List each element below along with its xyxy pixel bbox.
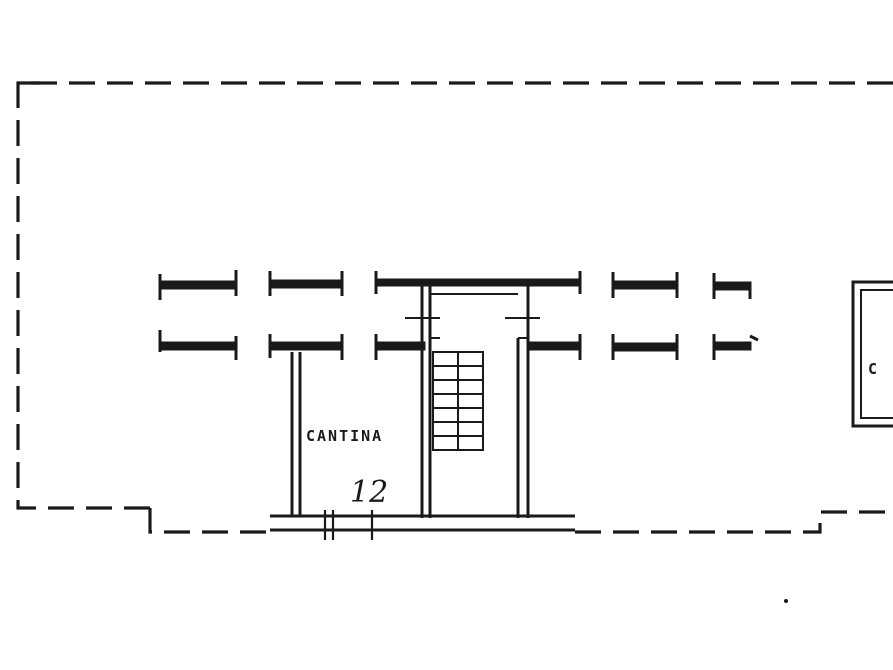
right-room-label: C (868, 360, 877, 378)
room-label: CANTINA (306, 427, 383, 445)
unit-number: 12 (350, 475, 388, 510)
right-room-partial (851, 280, 893, 428)
stray-mark (784, 599, 788, 603)
staircase (432, 351, 484, 451)
lower-beam-row (158, 330, 759, 360)
stair-core (405, 285, 540, 518)
upper-beam-row (158, 270, 752, 300)
cellar-room (270, 352, 575, 540)
building-outline-dashed (16, 81, 893, 534)
